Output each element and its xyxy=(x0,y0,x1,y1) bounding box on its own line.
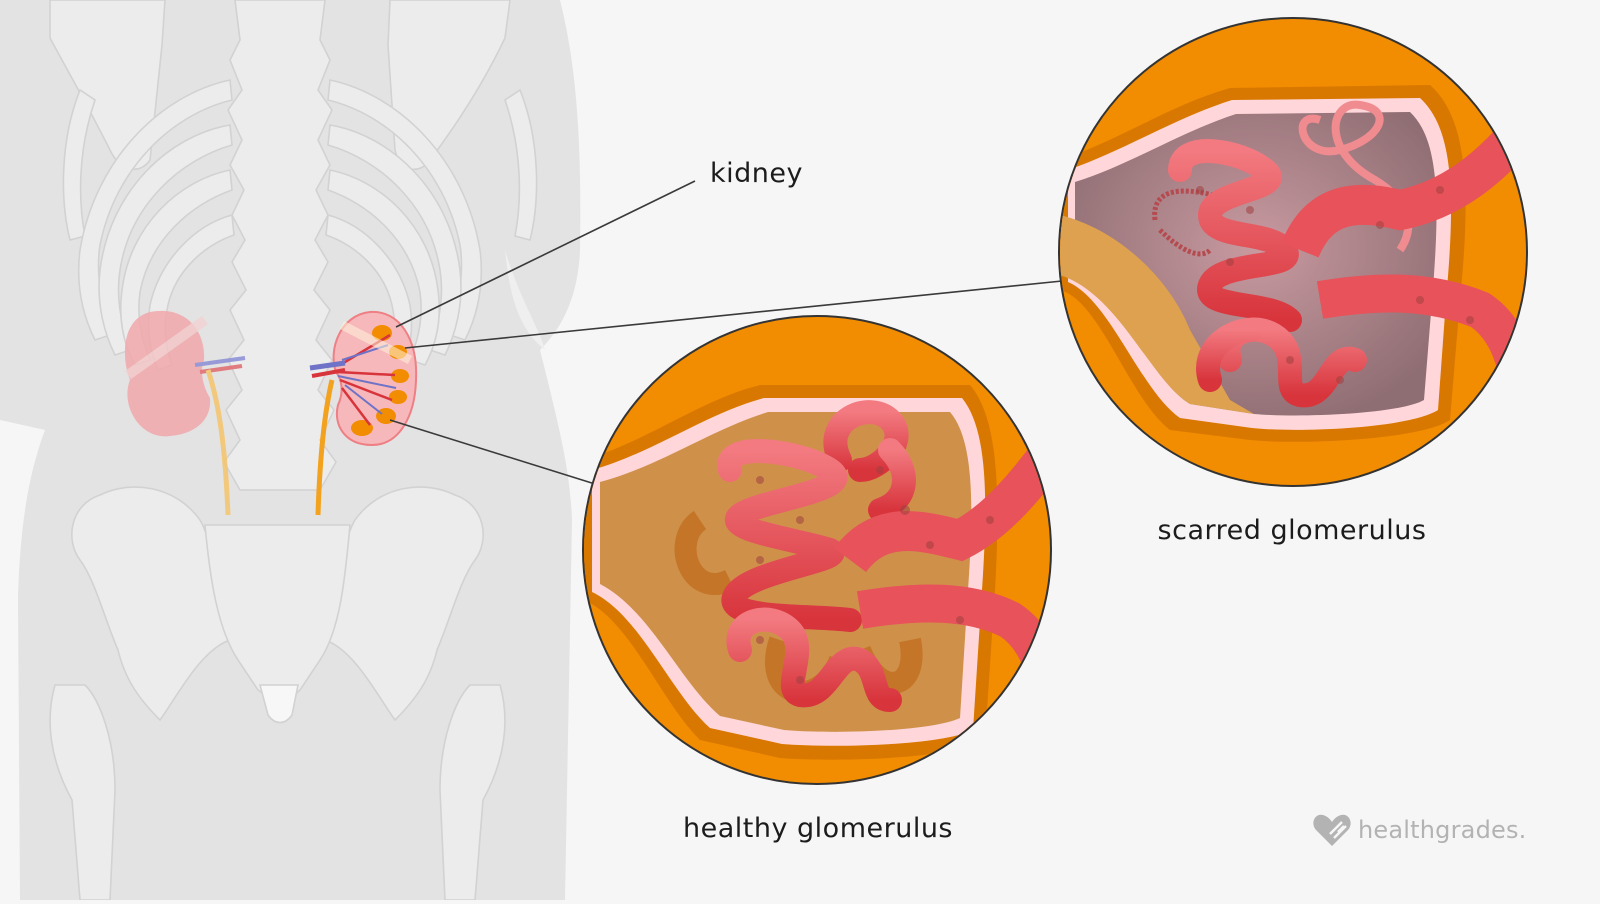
leader-lines xyxy=(389,180,1063,485)
right-kidney xyxy=(309,310,418,516)
left-kidney xyxy=(124,310,246,516)
kidney-label: kidney xyxy=(710,158,803,189)
scarred-glomerulus-label: scarred glomerulus xyxy=(1157,515,1427,546)
healthy-leader-line xyxy=(389,419,596,485)
heart-logo-icon xyxy=(1313,814,1351,846)
scarred-leader-line xyxy=(404,280,1063,349)
scarred-glomerulus-inset xyxy=(1058,17,1528,487)
healthy-glomerulus-label: healthy glomerulus xyxy=(683,813,953,844)
kidney-leader-line xyxy=(395,180,696,328)
skeleton xyxy=(49,0,538,901)
healthgrades-logo: healthgrades. xyxy=(1312,812,1527,848)
brand-name: healthgrades. xyxy=(1358,816,1527,844)
healthy-glomerulus-inset xyxy=(582,315,1052,785)
